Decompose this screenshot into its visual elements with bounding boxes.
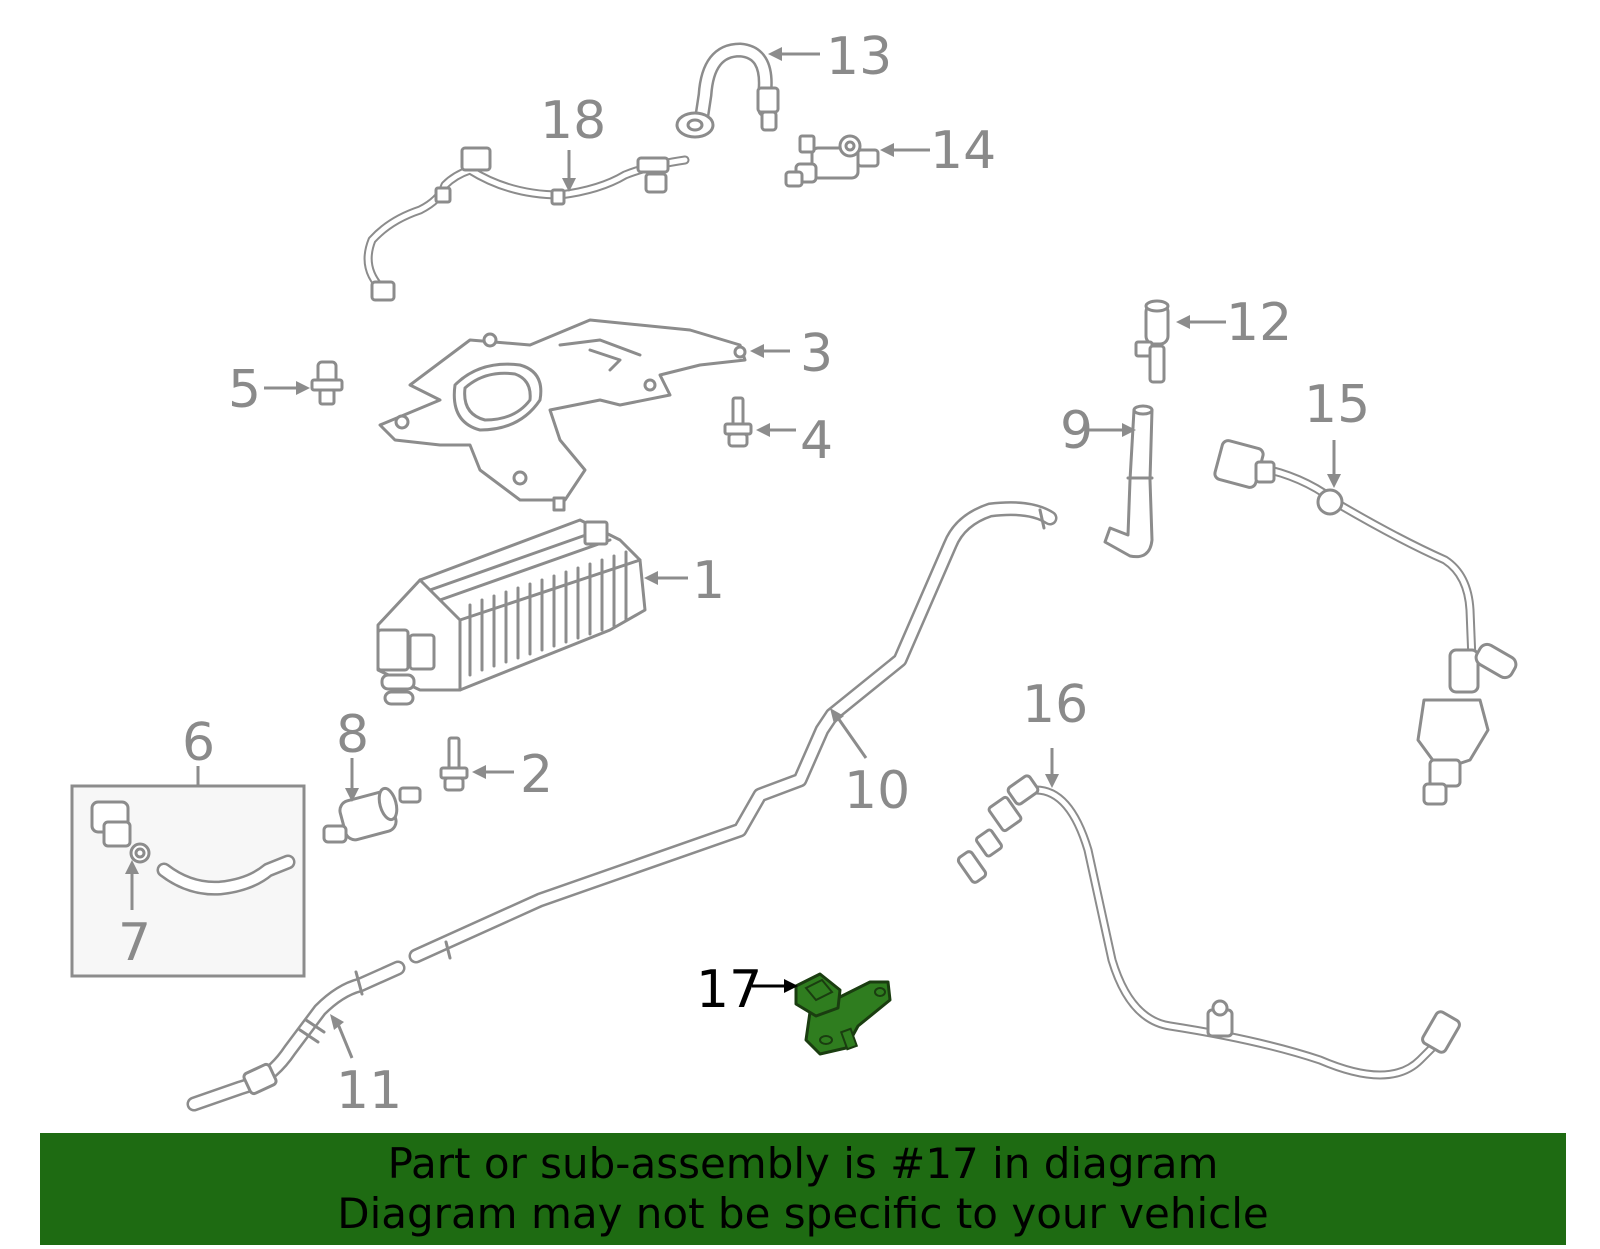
callout-8[interactable]: 8 bbox=[336, 705, 369, 765]
callout-11[interactable]: 11 bbox=[336, 1061, 402, 1121]
callout-2[interactable]: 2 bbox=[520, 745, 553, 805]
part-14-purge-valve[interactable] bbox=[784, 134, 880, 188]
callout-17[interactable]: 17 bbox=[696, 960, 762, 1020]
part-13-hose[interactable] bbox=[675, 42, 780, 139]
callout-7[interactable]: 7 bbox=[118, 913, 151, 973]
part-1-evap-canister[interactable] bbox=[376, 518, 647, 706]
callout-5[interactable]: 5 bbox=[228, 360, 261, 420]
callout-10[interactable]: 10 bbox=[844, 761, 910, 821]
part-4-bolt[interactable] bbox=[723, 396, 753, 448]
part-6-hose-kit-box[interactable] bbox=[70, 766, 306, 978]
callout-18[interactable]: 18 bbox=[540, 91, 606, 151]
part-11-tube[interactable] bbox=[186, 960, 406, 1112]
callout-16[interactable]: 16 bbox=[1022, 675, 1088, 735]
callout-6[interactable]: 6 bbox=[182, 713, 215, 773]
callout-13[interactable]: 13 bbox=[826, 27, 892, 87]
banner-line-2: Diagram may not be specific to your vehi… bbox=[337, 1189, 1269, 1238]
part-5-clip[interactable] bbox=[310, 360, 344, 406]
callout-3[interactable]: 3 bbox=[800, 324, 833, 384]
info-banner: Part or sub-assembly is #17 in diagram D… bbox=[40, 1133, 1566, 1245]
part-3-canister-bracket[interactable] bbox=[378, 318, 747, 512]
callout-1[interactable]: 1 bbox=[692, 551, 725, 611]
part-2-bolt[interactable] bbox=[439, 736, 469, 792]
callout-9[interactable]: 9 bbox=[1060, 401, 1093, 461]
part-18-wiring-harness[interactable] bbox=[363, 146, 690, 302]
part-16-oxygen-sensor[interactable] bbox=[956, 774, 1461, 1080]
callout-4[interactable]: 4 bbox=[800, 411, 833, 471]
callout-15[interactable]: 15 bbox=[1304, 375, 1370, 435]
part-12-connector[interactable] bbox=[1134, 299, 1170, 384]
part-10-vapor-tube[interactable] bbox=[408, 501, 1058, 964]
part-9-hose-elbow[interactable] bbox=[1103, 404, 1154, 559]
banner-line-1: Part or sub-assembly is #17 in diagram bbox=[387, 1139, 1219, 1188]
part-8-valve[interactable] bbox=[322, 786, 422, 844]
part-15-sensor-harness[interactable] bbox=[1213, 439, 1519, 806]
callout-14[interactable]: 14 bbox=[930, 121, 996, 181]
part-17-highlighted-sensor[interactable] bbox=[794, 972, 892, 1056]
callout-12[interactable]: 12 bbox=[1226, 293, 1292, 353]
